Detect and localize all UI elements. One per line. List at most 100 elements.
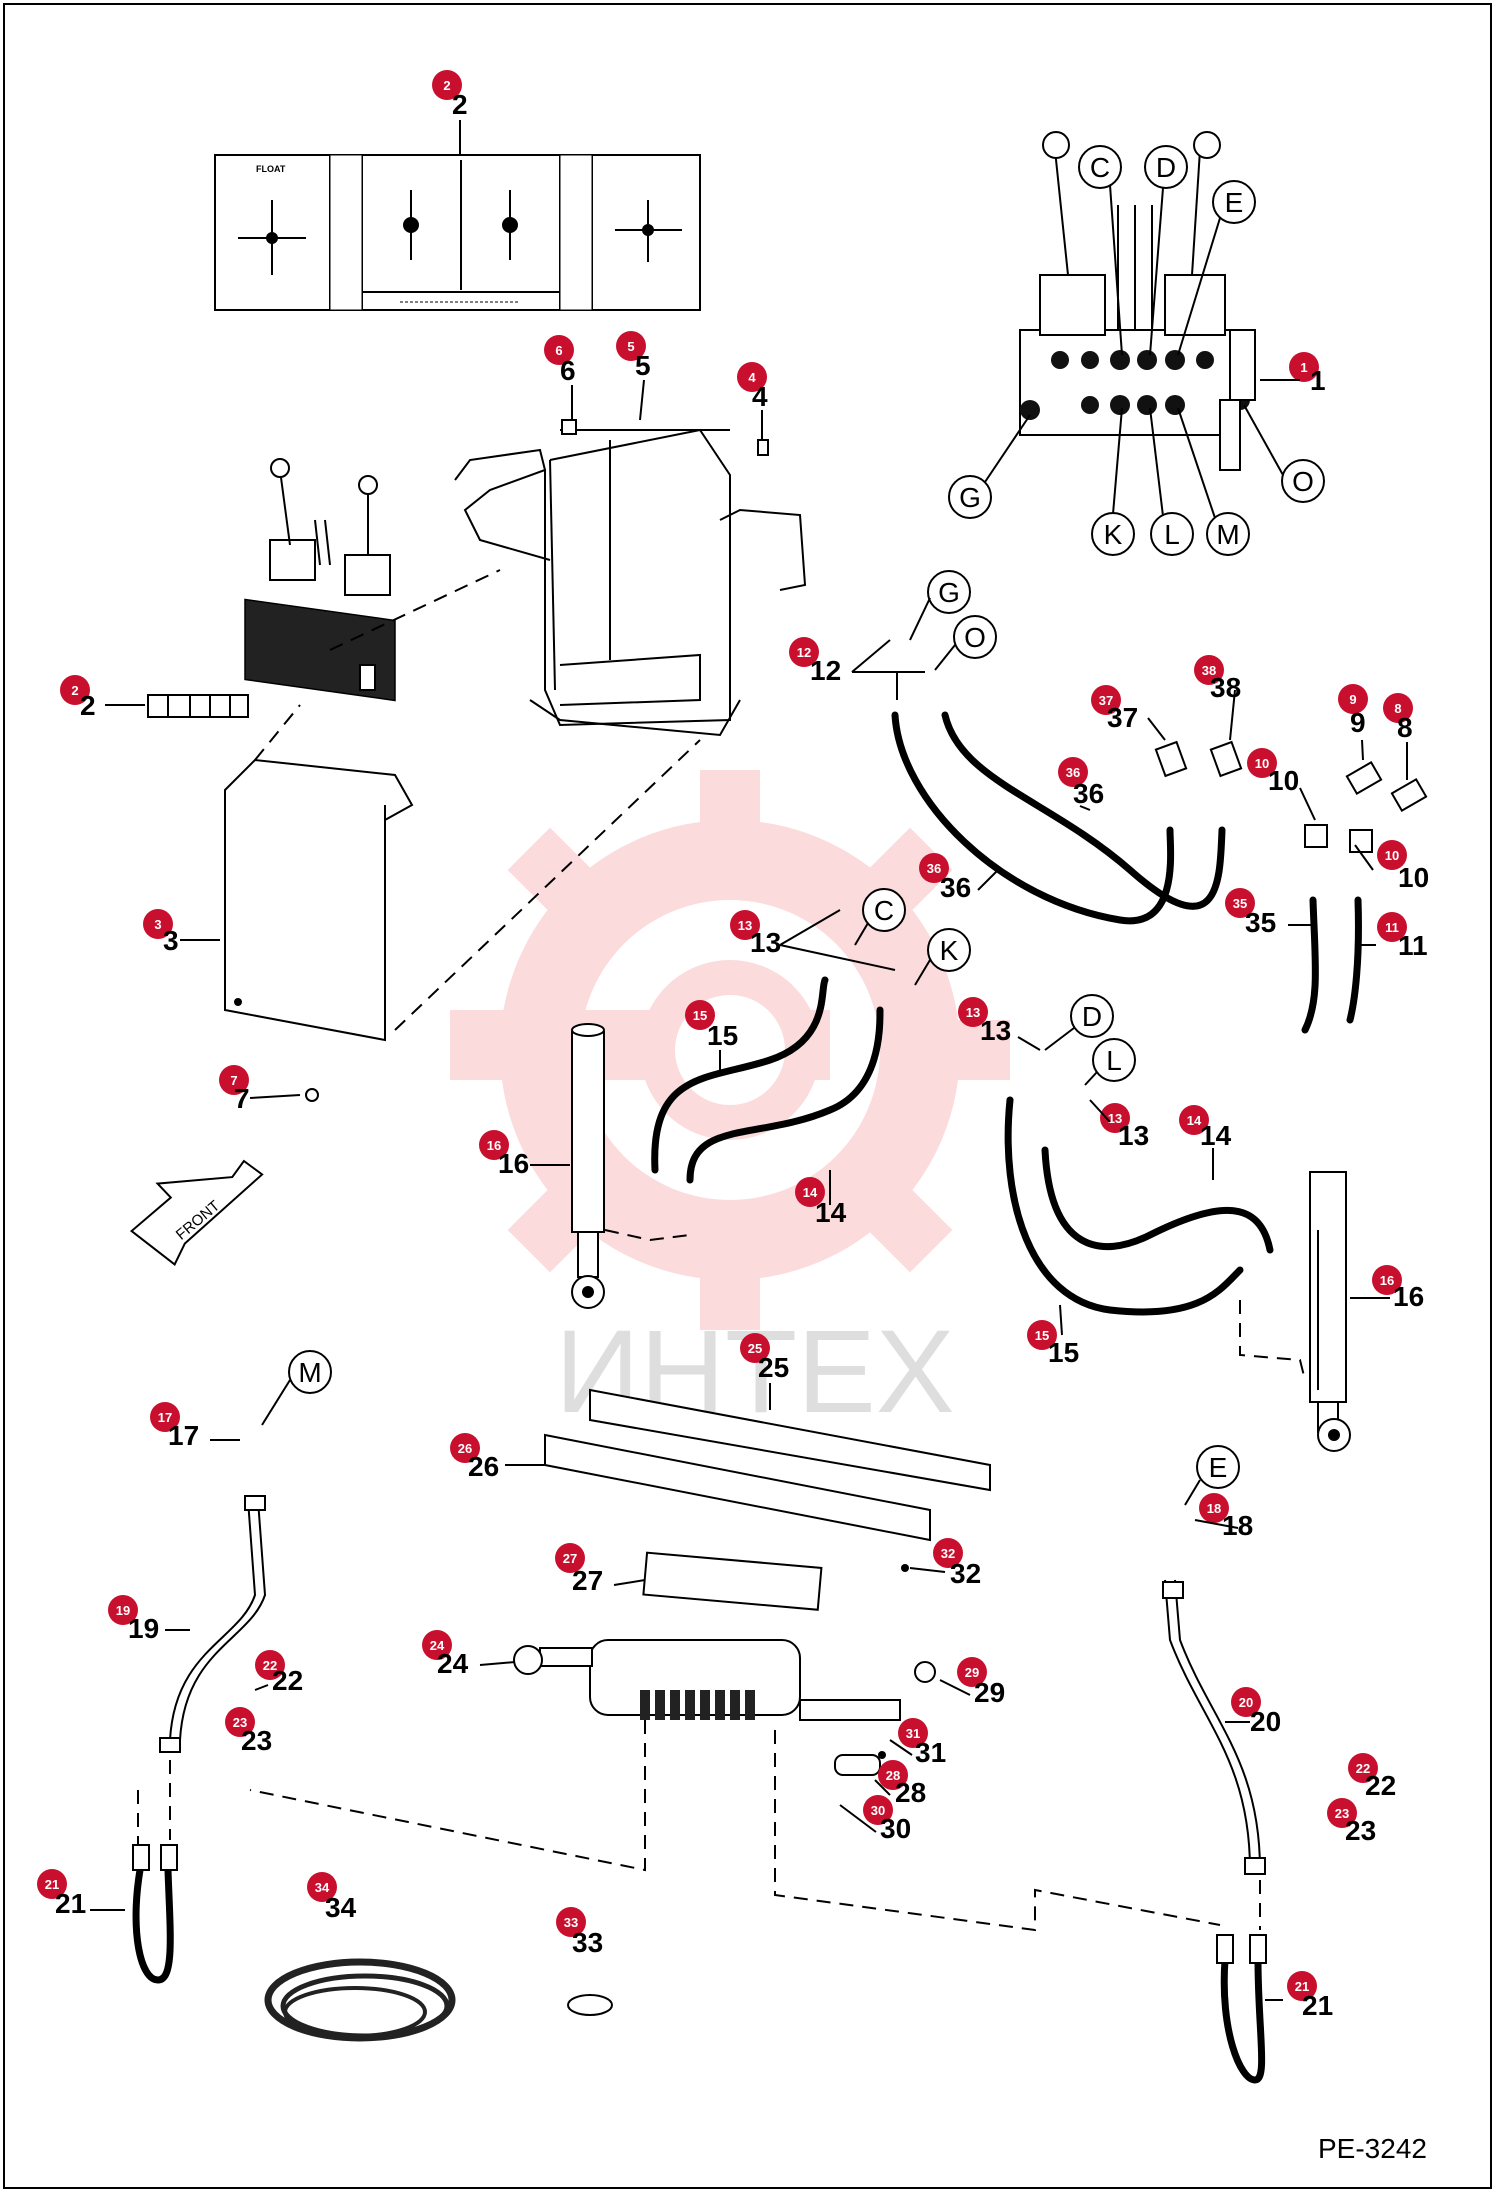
svg-text:23: 23 [1335, 1806, 1349, 1821]
callout-3: 3 3 [143, 909, 179, 956]
callout-35: 35 35 [1225, 888, 1276, 938]
callout-20: 20 20 [1231, 1687, 1281, 1737]
callout-30: 30 30 [863, 1795, 911, 1844]
callout-34: 34 34 [307, 1872, 357, 1923]
svg-text:14: 14 [1187, 1113, 1202, 1128]
callout-10a: 10 10 [1247, 748, 1299, 796]
callout-8: 8 8 [1383, 693, 1413, 743]
decal-arrows-icon [238, 190, 682, 275]
letter-callout-leaders [261, 184, 1284, 1506]
svg-text:3: 3 [163, 925, 179, 956]
svg-text:12: 12 [810, 655, 841, 686]
hose-coil [264, 1958, 456, 2042]
svg-text:8: 8 [1397, 712, 1413, 743]
svg-text:21: 21 [55, 1888, 86, 1919]
callout-2a: 2 2 [432, 70, 468, 120]
svg-text:13: 13 [1118, 1120, 1149, 1151]
svg-text:M: M [1216, 519, 1239, 550]
svg-text:22: 22 [263, 1658, 277, 1673]
svg-text:36: 36 [1066, 765, 1080, 780]
callout-33: 33 33 [556, 1907, 603, 1958]
svg-text:6: 6 [560, 355, 576, 386]
callout-9: 9 9 [1338, 684, 1368, 738]
svg-text:25: 25 [758, 1352, 789, 1383]
svg-text:19: 19 [128, 1613, 159, 1644]
svg-text:14: 14 [803, 1185, 818, 1200]
svg-text:23: 23 [233, 1715, 247, 1730]
svg-text:K: K [940, 935, 959, 966]
svg-text:G: G [959, 482, 981, 513]
svg-text:O: O [964, 622, 986, 653]
callout-24: 24 24 [422, 1630, 469, 1679]
svg-text:13: 13 [980, 1015, 1011, 1046]
svg-text:36: 36 [927, 861, 941, 876]
callout-1: 1 1 [1289, 352, 1326, 396]
callout-13a: 13 13 [730, 910, 781, 958]
svg-text:21: 21 [45, 1877, 59, 1892]
svg-text:34: 34 [315, 1880, 330, 1895]
svg-text:22: 22 [272, 1665, 303, 1696]
svg-text:27: 27 [563, 1551, 577, 1566]
svg-text:23: 23 [1345, 1815, 1376, 1846]
callout-27: 27 27 [555, 1543, 603, 1596]
callout-37: 37 37 [1091, 685, 1138, 733]
svg-text:10: 10 [1385, 848, 1399, 863]
svg-text:24: 24 [437, 1648, 469, 1679]
svg-text:17: 17 [158, 1410, 172, 1425]
callout-18: 18 18 [1199, 1493, 1253, 1541]
svg-text:1: 1 [1310, 365, 1326, 396]
svg-text:E: E [1225, 187, 1244, 218]
hoses-36 [891, 711, 1226, 925]
svg-text:D: D [1082, 1001, 1102, 1032]
callout-17: 17 17 [150, 1402, 199, 1451]
svg-text:32: 32 [950, 1558, 981, 1589]
callout-15b: 15 15 [1027, 1320, 1079, 1368]
svg-text:37: 37 [1107, 702, 1138, 733]
callout-13c: 13 13 [1100, 1103, 1149, 1151]
svg-text:15: 15 [1048, 1337, 1079, 1368]
svg-text:21: 21 [1302, 1990, 1333, 2021]
svg-text:38: 38 [1210, 672, 1241, 703]
svg-text:13: 13 [966, 1005, 980, 1020]
svg-text:15: 15 [707, 1020, 738, 1051]
svg-text:2: 2 [443, 78, 450, 93]
svg-text:11: 11 [1398, 930, 1428, 961]
svg-text:22: 22 [1365, 1770, 1396, 1801]
svg-text:38: 38 [1202, 663, 1216, 678]
diagram-frame [3, 3, 1492, 2189]
callout-26: 26 26 [450, 1433, 499, 1482]
control-decal: FLOAT [214, 154, 701, 311]
svg-text:30: 30 [880, 1813, 911, 1844]
svg-text:35: 35 [1245, 907, 1276, 938]
callout-5: 5 5 [616, 331, 651, 381]
float-label: FLOAT [256, 164, 286, 174]
callout-19: 19 19 [108, 1595, 159, 1644]
svg-text:16: 16 [1380, 1273, 1394, 1288]
svg-text:4: 4 [752, 381, 768, 412]
callout-2b: 2 2 [60, 675, 96, 721]
callout-36a: 36 36 [1058, 757, 1104, 809]
svg-text:4: 4 [748, 370, 756, 385]
plates-25-26 [544, 1388, 991, 1542]
svg-text:13: 13 [738, 918, 752, 933]
svg-text:C: C [874, 895, 894, 926]
svg-text:27: 27 [572, 1565, 603, 1596]
svg-text:15: 15 [693, 1008, 707, 1023]
svg-text:L: L [1106, 1045, 1122, 1076]
svg-text:30: 30 [871, 1803, 885, 1818]
svg-text:26: 26 [458, 1441, 472, 1456]
callout-16a: 16 16 [479, 1130, 529, 1179]
svg-text:28: 28 [895, 1777, 926, 1808]
cover-panel [224, 758, 414, 1042]
svg-text:L: L [1164, 519, 1180, 550]
front-arrow-icon: FRONT [129, 1159, 264, 1266]
callout-36b: 36 36 [919, 853, 971, 903]
svg-text:7: 7 [234, 1083, 250, 1114]
svg-text:18: 18 [1207, 1501, 1221, 1516]
svg-text:16: 16 [1393, 1281, 1424, 1312]
callout-22b: 22 22 [1348, 1753, 1396, 1801]
svg-text:16: 16 [498, 1148, 529, 1179]
control-valve-assembly [1019, 131, 1256, 471]
svg-text:28: 28 [886, 1768, 900, 1783]
